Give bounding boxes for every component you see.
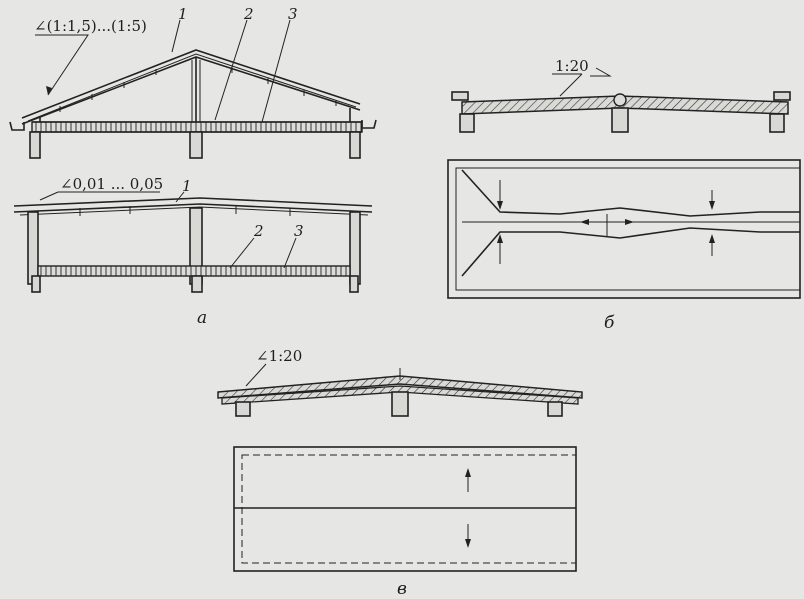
gutter-left xyxy=(9,121,25,131)
roof-inner-line xyxy=(21,56,361,125)
gutter-right xyxy=(361,119,377,129)
slope-label-v: ∠1:20 xyxy=(256,347,302,365)
slope-label-a-top: ∠(1:1,5)...(1:5) xyxy=(34,17,147,35)
plan-outline-b xyxy=(447,159,801,299)
wall-left xyxy=(27,211,39,285)
caption-b: б xyxy=(604,313,615,333)
callout-1-a-top: 1 xyxy=(178,5,188,23)
slope-label-b: 1:20 xyxy=(555,57,589,75)
wall-right xyxy=(349,211,361,285)
figure-a-flat-roof xyxy=(13,191,373,293)
plan-outline-v xyxy=(233,446,577,572)
figure-b-plan xyxy=(447,159,801,299)
callout-3-a-bottom: 3 xyxy=(294,222,304,240)
callout-2-a-bottom: 2 xyxy=(253,222,264,240)
figure-v-section xyxy=(217,363,583,417)
figure-v-plan xyxy=(233,446,577,572)
callout-1-a-bottom: 1 xyxy=(182,177,192,195)
column-right xyxy=(349,131,361,159)
figure-a-pitched-roof xyxy=(9,19,377,159)
column-middle xyxy=(189,131,203,159)
flat-roof-top-line xyxy=(13,197,373,207)
callout-2-a-top: 2 xyxy=(243,5,254,23)
caption-a: а xyxy=(197,308,207,328)
caption-v: в xyxy=(397,579,407,599)
slope-label-a-bottom: ∠0,01 ... 0,05 xyxy=(60,175,163,193)
column-left xyxy=(29,131,41,159)
ceiling-slab xyxy=(31,121,363,133)
roof-outer-line xyxy=(21,49,361,119)
flat-ceiling-slab xyxy=(37,265,351,277)
callout-3-a-top: 3 xyxy=(288,5,298,23)
figure-b-section xyxy=(451,67,791,133)
